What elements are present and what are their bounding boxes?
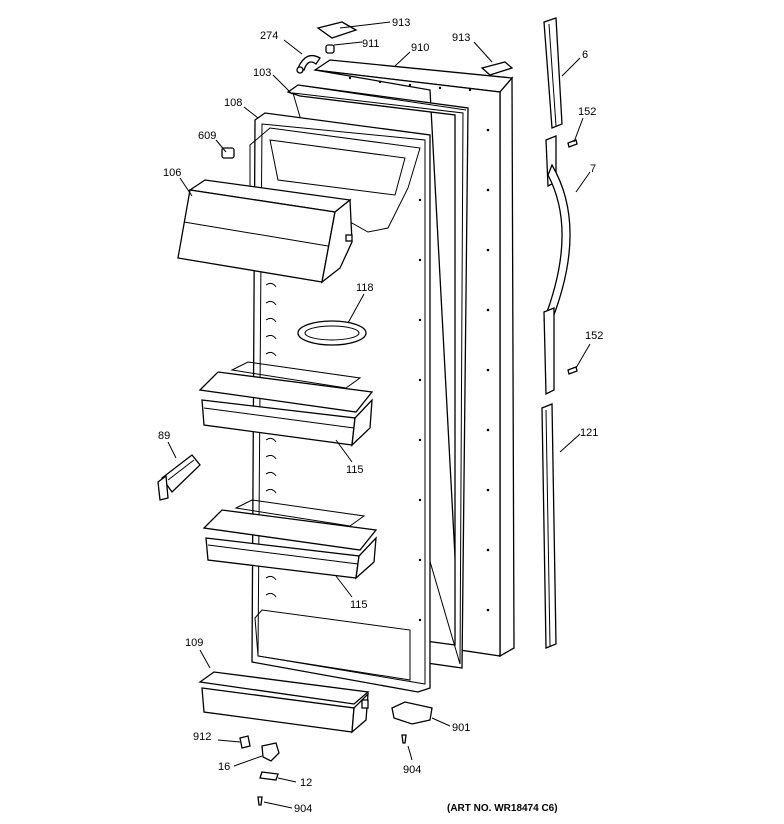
label-108: 108 (224, 97, 242, 109)
art-number: (ART NO. WR18474 C6) (447, 803, 558, 814)
shell-screw-holes (348, 76, 490, 612)
label-115-lower: 115 (350, 599, 368, 611)
screw-904-left (257, 796, 263, 806)
handle-trim-top (543, 17, 563, 129)
label-911: 911 (362, 38, 380, 50)
part-16 (261, 742, 280, 762)
label-912: 912 (193, 731, 211, 743)
label-121: 121 (580, 427, 598, 439)
hinge-bushing (325, 44, 335, 54)
oval-trim-ring (297, 320, 367, 346)
label-115-upper: 115 (346, 464, 364, 476)
screw-lower (567, 366, 578, 375)
label-901: 901 (452, 722, 470, 734)
top-cap-right (480, 61, 514, 76)
label-913-left: 913 (392, 17, 410, 29)
label-118: 118 (356, 282, 374, 294)
screw-upper (567, 139, 578, 148)
door-bin-bottom (198, 671, 370, 734)
label-609: 609 (198, 130, 216, 142)
label-910: 910 (411, 42, 429, 54)
part-901 (391, 701, 433, 725)
shelf-support-clips (265, 282, 277, 598)
dairy-compartment (177, 179, 353, 284)
label-904-right: 904 (403, 764, 421, 776)
hinge-bracket (297, 54, 321, 71)
label-904-left: 904 (294, 803, 312, 815)
door-bin-upper (198, 361, 374, 447)
label-109: 109 (185, 637, 203, 649)
outer-door-shell (313, 59, 515, 658)
handle-trim-bottom (541, 403, 557, 649)
label-152-lower: 152 (585, 330, 603, 342)
label-16: 16 (218, 761, 230, 773)
label-7: 7 (590, 163, 596, 175)
door-bin-lower (202, 499, 378, 580)
leader-lines (167, 21, 591, 809)
label-12: 12 (300, 777, 312, 789)
label-274: 274 (260, 30, 278, 42)
label-913-right: 913 (452, 32, 470, 44)
top-cap-left (316, 21, 358, 39)
label-103: 103 (253, 67, 271, 79)
part-labels: 913 274 911 910 913 6 103 108 152 609 7 … (158, 17, 603, 815)
label-6: 6 (582, 49, 588, 61)
part-912 (239, 735, 251, 749)
label-152-upper: 152 (578, 106, 596, 118)
part-12 (259, 771, 279, 781)
label-89: 89 (158, 430, 170, 442)
door-handle (543, 135, 571, 396)
label-106: 106 (163, 167, 181, 179)
screw-904-right (401, 734, 407, 744)
cover (157, 454, 201, 501)
